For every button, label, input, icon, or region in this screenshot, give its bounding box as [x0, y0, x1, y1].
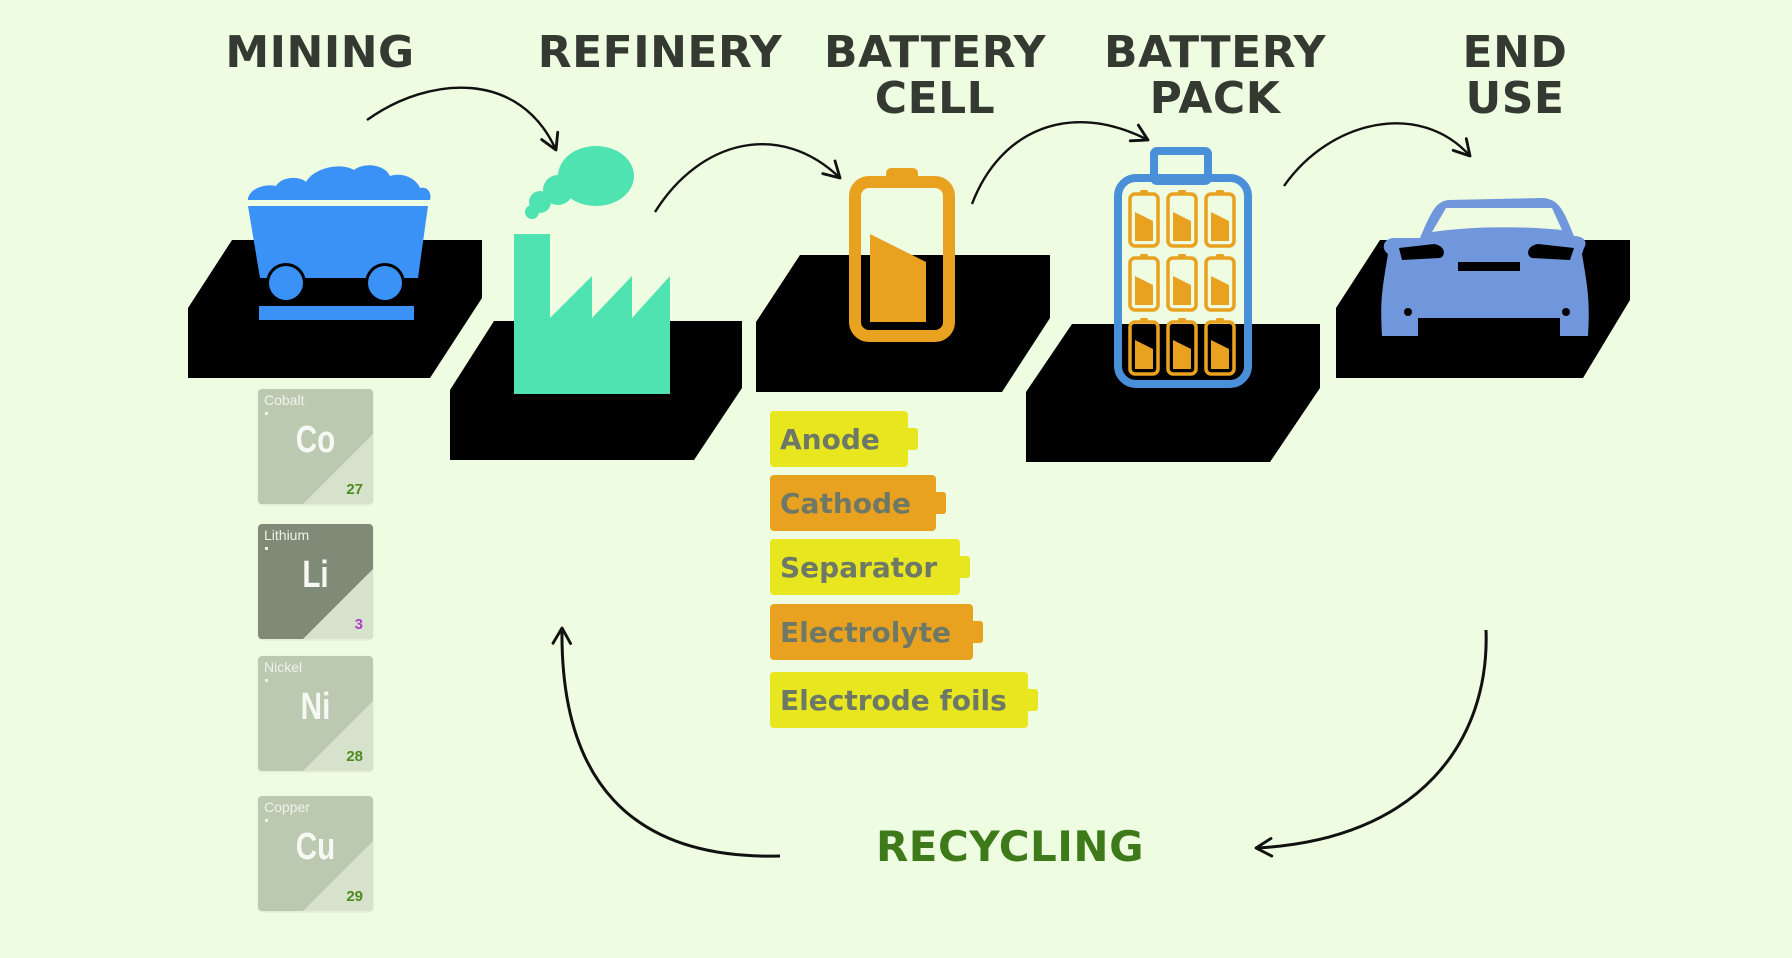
- element-tile-copper: Copper Cu 29: [258, 796, 373, 911]
- tile-dot: [265, 819, 268, 822]
- stage-title-refinery: REFINERY: [537, 27, 783, 78]
- atomic-number: 29: [346, 888, 363, 905]
- stage-title-mining: MINING: [225, 27, 415, 78]
- component-electrolyte: Electrolyte: [770, 604, 983, 660]
- mini-battery-cell-icon: [1204, 254, 1236, 312]
- element-name: Lithium: [264, 527, 310, 543]
- element-name: Cobalt: [264, 392, 305, 408]
- element-tile-cobalt: Cobalt Co 27: [258, 389, 373, 504]
- tile-corner: [303, 569, 373, 639]
- platform-battery-cell: [756, 255, 1050, 392]
- element-symbol: Li: [302, 554, 329, 596]
- mini-battery-cell-icon: [1166, 318, 1198, 376]
- arrow-refinery-to-cell: [653, 143, 842, 213]
- component-electrode-foils: Electrode foils: [770, 672, 1038, 728]
- atomic-number: 27: [346, 481, 363, 498]
- element-symbol: Cu: [295, 826, 336, 868]
- arrow-pack-to-enduse: [1283, 122, 1472, 187]
- component-cathode: Cathode: [770, 475, 946, 531]
- arrow-enduse-to-recycling: [1254, 629, 1488, 858]
- component-separator: Separator: [770, 539, 970, 595]
- mini-battery-cell-icon: [1166, 254, 1198, 312]
- mini-battery-cell-icon: [1128, 190, 1160, 248]
- tile-corner: [303, 701, 373, 771]
- mini-battery-cell-icon: [1204, 318, 1236, 376]
- tile-dot: [265, 679, 268, 682]
- battery-icon: [849, 168, 955, 342]
- stage-title-battery-cell: BATTERY CELL: [823, 27, 1047, 124]
- battery-pack-icon: [1114, 147, 1252, 388]
- mini-battery-cell-icon: [1128, 318, 1160, 376]
- recycling-label: RECYCLING: [875, 822, 1145, 871]
- tile-dot: [265, 547, 268, 550]
- tile-dot: [265, 412, 268, 415]
- component-anode: Anode: [770, 411, 918, 467]
- arrow-recycling-to-refinery: [551, 626, 781, 858]
- element-name: Nickel: [264, 659, 303, 675]
- tile-corner: [303, 841, 373, 911]
- arrow-mining-to-refinery: [366, 86, 560, 152]
- element-symbol: Ni: [300, 686, 331, 728]
- mining-cart-icon: [248, 165, 431, 320]
- atomic-number: 28: [346, 748, 363, 765]
- stage-title-end-use: END USE: [1462, 27, 1568, 124]
- mini-battery-cell-icon: [1204, 190, 1236, 248]
- element-name: Copper: [264, 799, 310, 815]
- mini-battery-cell-icon: [1166, 190, 1198, 248]
- arrow-cell-to-pack: [970, 121, 1150, 205]
- factory-icon: [514, 146, 670, 394]
- element-tile-nickel: Nickel Ni 28: [258, 656, 373, 771]
- atomic-number: 3: [354, 616, 363, 633]
- mini-battery-cell-icon: [1128, 254, 1160, 312]
- tile-corner: [303, 434, 373, 504]
- stage-title-battery-pack: BATTERY PACK: [1103, 27, 1327, 124]
- element-tile-lithium: Lithium Li 3: [258, 524, 373, 639]
- car-icon: [1381, 198, 1589, 336]
- element-symbol: Co: [295, 419, 336, 461]
